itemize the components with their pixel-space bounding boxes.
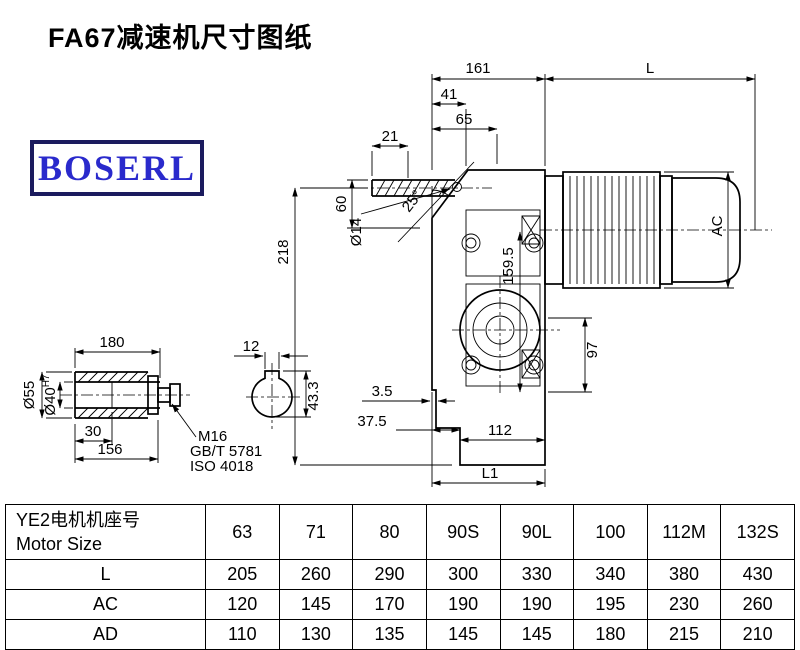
dimension-lines xyxy=(39,74,756,487)
dim-value-cell: 145 xyxy=(425,619,501,650)
centerlines xyxy=(60,187,772,429)
dim-161-label: 161 xyxy=(465,60,490,77)
size-col-header: 80 xyxy=(352,504,427,560)
dim-3-5-label: 3.5 xyxy=(372,383,393,400)
housing-details xyxy=(452,182,544,387)
size-col-header: 71 xyxy=(278,504,354,560)
boserl-logo-text: BOSERL xyxy=(37,148,197,188)
dim-112-label: 112 xyxy=(488,422,512,439)
dim-value-cell: 145 xyxy=(499,619,575,650)
dim-value-cell: 180 xyxy=(573,619,648,650)
page-title: FA67减速机尺寸图纸 xyxy=(48,23,313,53)
dim-value-cell: 135 xyxy=(352,619,427,650)
dim-value-cell: 130 xyxy=(278,619,354,650)
dim-value-cell: 110 xyxy=(205,619,280,650)
motor-size-header-en: Motor Size xyxy=(16,534,103,554)
dim-value-cell: 170 xyxy=(352,589,427,620)
dim-37-5-label: 37.5 xyxy=(357,413,386,430)
row-label: AD xyxy=(5,619,206,650)
dim-156-label: 156 xyxy=(97,441,122,458)
table-row-AD: AD 110 130 135 145 145 180 215 210 xyxy=(5,619,795,650)
dim-218-label: 218 xyxy=(275,239,292,264)
motor-size-header-cell: YE2电机机座号 Motor Size xyxy=(5,504,206,560)
table-row-AC: AC 120 145 170 190 190 195 230 260 xyxy=(5,589,795,620)
dim-159-label: 159.5 xyxy=(500,247,517,285)
dim-value-cell: 205 xyxy=(205,559,280,590)
dim-value-cell: 430 xyxy=(720,559,795,590)
dim-30-label: 30 xyxy=(85,423,102,440)
dim-value-cell: 190 xyxy=(499,589,575,620)
dim-12-label: 12 xyxy=(243,338,260,355)
dim-180-label: 180 xyxy=(99,334,124,351)
size-col-header: 112M xyxy=(646,504,722,560)
dim-value-cell: 340 xyxy=(573,559,648,590)
dim-dia40-text: Ø40 xyxy=(42,387,59,415)
dim-25deg-label: 25° xyxy=(399,187,426,215)
dim-h7-superscript: H7 xyxy=(41,374,52,387)
size-col-header: 90S xyxy=(425,504,501,560)
dim-value-cell: 330 xyxy=(499,559,575,590)
boserl-logo: BOSERL xyxy=(30,140,204,196)
size-col-header: 90L xyxy=(499,504,575,560)
table-row-L: L 205 260 290 300 330 340 380 430 xyxy=(5,559,795,590)
motor-size-header-cn: YE2电机机座号 xyxy=(16,509,141,530)
dim-43-3-label: 43.3 xyxy=(305,381,322,410)
dim-L1-label: L1 xyxy=(482,465,499,482)
table-header-row: YE2电机机座号 Motor Size 63 71 80 90S 90L 100… xyxy=(5,504,795,560)
dim-97-label: 97 xyxy=(584,342,601,359)
dim-value-cell: 210 xyxy=(720,619,795,650)
section-hatching xyxy=(77,179,449,419)
dim-dia14-label: Ø14 xyxy=(348,218,365,246)
gearbox-housing-outline xyxy=(371,169,546,466)
dim-value-cell: 195 xyxy=(573,589,648,620)
dim-value-cell: 260 xyxy=(278,559,354,590)
dim-value-cell: 145 xyxy=(278,589,354,620)
dim-value-cell: 230 xyxy=(646,589,722,620)
technical-drawing: 161 L 41 65 21 60 218 Ø14 25° 159.5 AC 9… xyxy=(21,60,772,487)
standard-gbt-label: GB/T 5781 xyxy=(190,443,262,460)
dim-41-label: 41 xyxy=(441,86,458,103)
hollow-shaft-detail xyxy=(74,371,181,419)
row-label: L xyxy=(5,559,206,590)
dim-value-cell: 380 xyxy=(646,559,722,590)
bolt-m16-label: M16 xyxy=(198,428,227,445)
dim-60-label: 60 xyxy=(333,196,350,213)
dim-value-cell: 120 xyxy=(205,589,280,620)
dim-21-label: 21 xyxy=(382,128,399,145)
dim-value-cell: 260 xyxy=(720,589,795,620)
dim-value-cell: 300 xyxy=(425,559,501,590)
dim-L-label: L xyxy=(646,60,654,77)
motor-cooling-ribs xyxy=(569,176,655,284)
standard-iso-label: ISO 4018 xyxy=(190,458,253,475)
dim-65-label: 65 xyxy=(456,111,473,128)
motor-dimension-table: YE2电机机座号 Motor Size 63 71 80 90S 90L 100… xyxy=(5,504,795,650)
dim-value-cell: 190 xyxy=(425,589,501,620)
dim-value-cell: 290 xyxy=(352,559,427,590)
dim-value-cell: 215 xyxy=(646,619,722,650)
dim-dia55-label: Ø55 xyxy=(21,381,38,409)
size-col-header: 63 xyxy=(205,504,280,560)
keyway-bore-detail xyxy=(251,370,293,418)
dim-AC-label: AC xyxy=(709,215,726,236)
dim-dia40h7-label: Ø40H7 xyxy=(41,374,59,416)
row-label: AC xyxy=(5,589,206,620)
size-col-header: 132S xyxy=(720,504,795,560)
dimension-labels: 161 L 41 65 21 60 218 Ø14 25° 159.5 AC 9… xyxy=(21,60,726,482)
size-col-header: 100 xyxy=(573,504,648,560)
